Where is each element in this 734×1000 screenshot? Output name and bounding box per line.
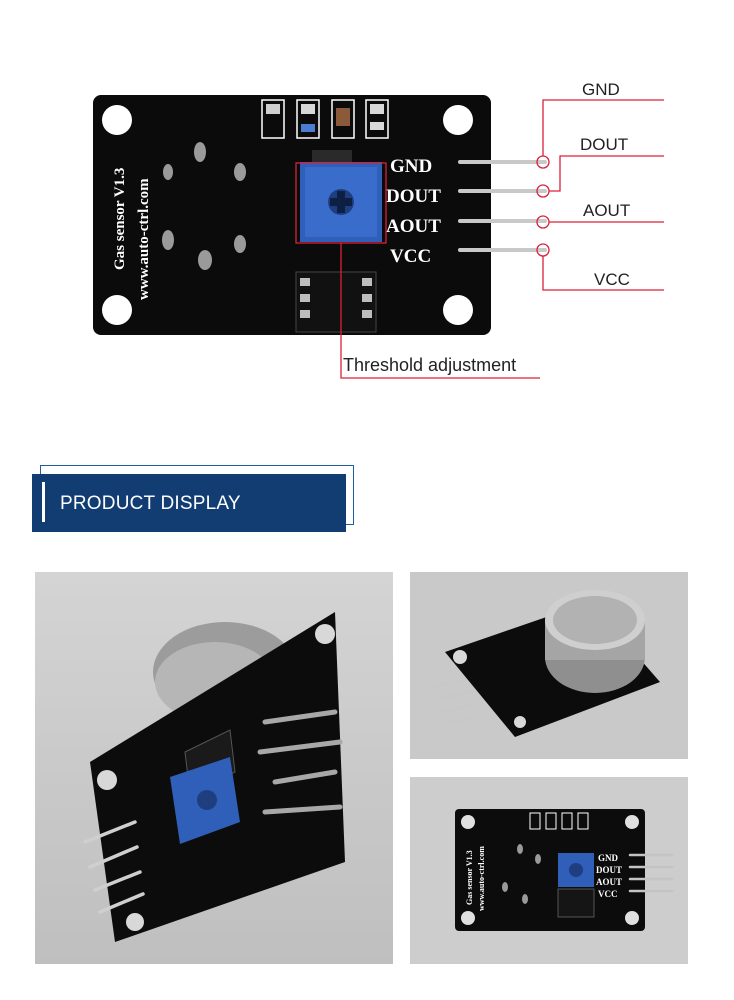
photo3-pin-dout: DOUT (596, 865, 622, 875)
photo3-model-text: Gas sensor V1.3 (465, 850, 474, 905)
pcb-board (93, 95, 491, 335)
ic-chip (295, 271, 377, 333)
pin-label-aout: AOUT (386, 216, 441, 237)
board-url-text: www.auto-ctrl.com (136, 178, 152, 300)
callout-threshold: Threshold adjustment (343, 355, 517, 375)
solder-joints (162, 142, 246, 270)
mounting-hole (102, 105, 132, 135)
section-title: PRODUCT DISPLAY (60, 493, 241, 514)
pin-label-vcc: VCC (390, 246, 431, 267)
mounting-hole (102, 295, 132, 325)
product-photo-cap (410, 572, 688, 759)
callout-aout: AOUT (583, 201, 631, 220)
photo3-pin-vcc: VCC (598, 889, 618, 899)
photo-cap-illustration (410, 572, 688, 759)
callout-gnd: GND (582, 80, 620, 99)
photo3-pin-aout: AOUT (596, 877, 622, 887)
section-banner: PRODUCT DISPLAY (32, 474, 346, 532)
banner-accent-bar (42, 482, 45, 522)
photo-angled-illustration (35, 572, 393, 964)
photo-top-illustration: Gas sensor V1.3 www.auto-ctrl.com GND DO… (410, 777, 688, 964)
photo3-url-text: www.auto-ctrl.com (477, 846, 486, 911)
product-photo-angled (35, 572, 393, 964)
photo3-pin-gnd: GND (598, 853, 619, 863)
potentiometer (300, 150, 382, 242)
callout-dout: DOUT (580, 135, 629, 154)
header-pins (458, 160, 547, 252)
smd-components (261, 99, 389, 139)
pin-label-dout: DOUT (386, 186, 441, 207)
callout-lines (295, 99, 664, 379)
product-photo-top: Gas sensor V1.3 www.auto-ctrl.com GND DO… (410, 777, 688, 964)
callout-vcc: VCC (594, 270, 630, 289)
mounting-hole (443, 105, 473, 135)
pin-label-gnd: GND (390, 156, 432, 177)
sensor-diagram: Gas sensor V1.3 www.auto-ctrl.com GND DO… (0, 0, 734, 420)
board-model-text: Gas sensor V1.3 (112, 168, 128, 270)
sensor-board-illustration: Gas sensor V1.3 www.auto-ctrl.com GND DO… (93, 95, 664, 379)
mounting-hole (443, 295, 473, 325)
